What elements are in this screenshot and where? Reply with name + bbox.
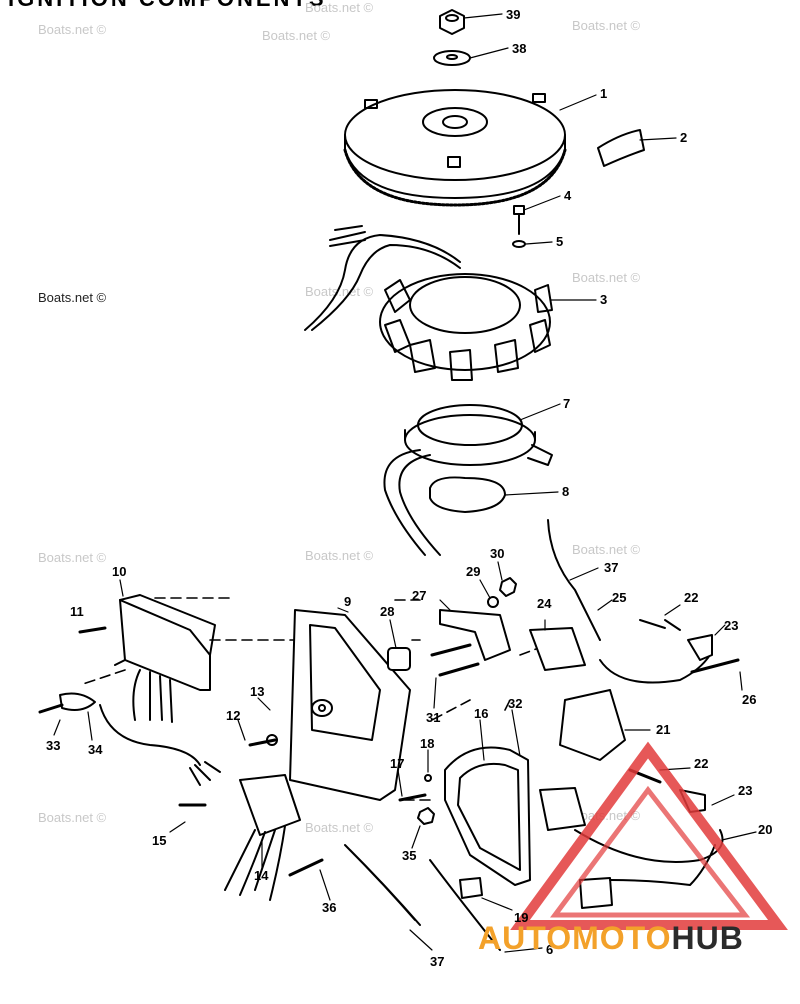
- callout-17: 17: [390, 756, 404, 771]
- callout-14: 14: [254, 868, 269, 883]
- watermark: Boats.net ©: [305, 284, 374, 299]
- nut-39: [439, 9, 465, 35]
- logo-text-part2: HUB: [671, 920, 744, 956]
- callout-9: 9: [344, 594, 351, 609]
- bracket-27: [439, 609, 511, 661]
- callout-36: 36: [322, 900, 336, 915]
- callout-34: 34: [88, 742, 103, 757]
- callout-28: 28: [380, 604, 394, 619]
- stator-leads: [304, 234, 461, 331]
- logo-mark: [510, 741, 788, 930]
- callout-8: 8: [562, 484, 569, 499]
- wire-37: [547, 519, 601, 641]
- callout-29: 29: [466, 564, 480, 579]
- watermark: Boats.net ©: [38, 550, 107, 565]
- callout-2: 2: [680, 130, 687, 145]
- harness-34: [99, 704, 221, 786]
- callout-22: 22: [684, 590, 698, 605]
- callout-38: 38: [512, 41, 526, 56]
- gasket-8: [429, 476, 506, 513]
- rectifier-10: [114, 594, 216, 723]
- watermark: Boats.net ©: [262, 28, 331, 43]
- trigger-7: [383, 404, 553, 556]
- callout-37: 37: [430, 954, 444, 969]
- coil-lower: [539, 787, 586, 831]
- callout-15: 15: [152, 833, 166, 848]
- washer-38: [433, 50, 471, 66]
- washer-29: [487, 596, 499, 608]
- callout-32: 32: [508, 696, 522, 711]
- callout-23: 23: [724, 618, 738, 633]
- callout-25: 25: [612, 590, 626, 605]
- callout-31: 31: [426, 710, 440, 725]
- callout-20: 20: [758, 822, 772, 837]
- watermark: Boats.net ©: [305, 548, 374, 563]
- callout-5: 5: [556, 234, 563, 249]
- screws-31: [430, 643, 480, 677]
- callout-23: 23: [738, 783, 752, 798]
- nut-30: [499, 577, 517, 597]
- plate-9: [289, 609, 411, 801]
- harness-20: [579, 877, 613, 909]
- flywheel-1: [343, 89, 567, 207]
- cover-16: [444, 746, 531, 886]
- watermark: Boats.net ©: [38, 810, 107, 825]
- callout-11: 11: [70, 604, 84, 619]
- callout-37: 37: [604, 560, 618, 575]
- callout-10: 10: [112, 564, 126, 579]
- key-2: [597, 129, 645, 167]
- callout-24: 24: [537, 596, 552, 611]
- callout-27: 27: [412, 588, 426, 603]
- screw-11: [78, 626, 107, 634]
- page-title: IGNITION COMPONENTS: [8, 0, 327, 12]
- stator-3: [379, 273, 553, 381]
- callout-12: 12: [226, 708, 240, 723]
- bolt-26: [690, 658, 740, 674]
- watermark: Boats.net ©: [305, 820, 374, 835]
- watermark: Boats.net ©: [38, 22, 107, 37]
- callout-13: 13: [250, 684, 264, 699]
- callout-35: 35: [402, 848, 416, 863]
- coil-21: [559, 689, 626, 761]
- callout-4: 4: [564, 188, 572, 203]
- callout-22: 22: [694, 756, 708, 771]
- callout-33: 33: [46, 738, 60, 753]
- callout-1: 1: [600, 86, 607, 101]
- coil-14: [239, 774, 301, 836]
- spacer-28: [387, 647, 411, 671]
- watermark: Boats.net ©: [572, 18, 641, 33]
- logo-text-part1: AUTOMOTO: [478, 920, 672, 956]
- watermark: Boats.net ©: [38, 290, 107, 305]
- callout-26: 26: [742, 692, 756, 707]
- screw-4: [513, 205, 525, 235]
- callout-7: 7: [563, 396, 570, 411]
- coil-24: [529, 627, 586, 671]
- callout-16: 16: [474, 706, 488, 721]
- callout-30: 30: [490, 546, 504, 561]
- callout-3: 3: [600, 292, 607, 307]
- callout-21: 21: [656, 722, 670, 737]
- brand-logo: AUTOMOTOHUB: [478, 920, 744, 957]
- callout-18: 18: [420, 736, 434, 751]
- callout-39: 39: [506, 7, 520, 22]
- watermark: Boats.net ©: [305, 0, 374, 15]
- callout-6: 6: [546, 942, 553, 957]
- washer-5: [512, 240, 526, 248]
- watermark: Boats.net ©: [572, 542, 641, 557]
- callout-19: 19: [514, 910, 528, 925]
- watermark: Boats.net ©: [572, 270, 641, 285]
